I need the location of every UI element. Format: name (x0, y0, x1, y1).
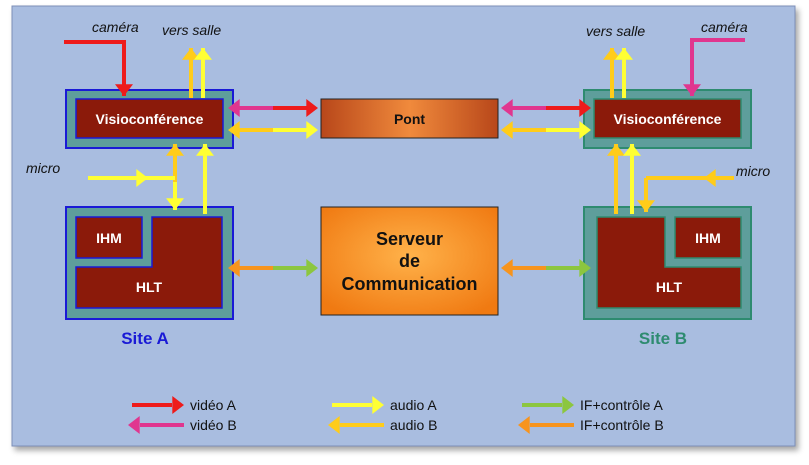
legend-item: audio A (332, 396, 437, 414)
legend-label: vidéo B (190, 417, 237, 433)
server-title-line2: de (399, 251, 420, 271)
arrow-left-icon (328, 416, 384, 434)
micro-a-label: micro (26, 160, 60, 176)
legend-item: vidéo A (132, 396, 237, 414)
visio-hlt-b-up-2 (623, 144, 641, 214)
visio-b-title: Visioconférence (614, 111, 722, 127)
server-title-line1: Serveur (376, 229, 443, 249)
visio-hlt-a-down (166, 178, 184, 210)
pont-title: Pont (394, 111, 425, 127)
arrow-right-icon (522, 396, 574, 414)
salle-a-arrow-2 (194, 48, 212, 98)
arrow-left-icon (518, 416, 574, 434)
visio-a-box (75, 98, 224, 139)
server-hlt-b-ctrl (501, 259, 591, 277)
arrow-right-icon (332, 396, 384, 414)
micro-a-arrow (88, 169, 148, 187)
legend-label: IF+contrôle B (580, 417, 664, 433)
visio-a-pont-audio (228, 121, 318, 139)
pont-visio-b-audio (501, 121, 591, 139)
legend-label: IF+contrôle A (580, 397, 664, 413)
hlt-b-title: HLT (656, 279, 683, 295)
server-title-line3: Communication (341, 274, 477, 294)
ihm-b-box (674, 216, 742, 259)
camera-a-arrow (64, 40, 133, 96)
site-b-label: Site B (639, 329, 687, 348)
server-box (320, 206, 499, 316)
visio-a-title: Visioconférence (96, 111, 204, 127)
micro-b-label: micro (736, 163, 770, 179)
hlt-b-box (596, 216, 742, 309)
pont-box (320, 98, 499, 139)
legend-label: vidéo A (190, 397, 237, 413)
ihm-a-title: IHM (96, 230, 122, 246)
legend-item: audio B (328, 416, 437, 434)
visio-hlt-a-up-2 (196, 144, 214, 214)
visio-a-pont-video (228, 99, 318, 117)
flow-arrows (64, 38, 745, 277)
hlt-a-server-ctrl (228, 259, 318, 277)
camera-b-label: caméra (701, 19, 748, 35)
vers-salle-b-label: vers salle (586, 23, 645, 39)
legend-item: vidéo B (128, 416, 237, 434)
site-a-label: Site A (121, 329, 169, 348)
legend-label: audio A (390, 397, 437, 413)
salle-b-arrow-2 (615, 48, 633, 98)
visio-b-box (593, 98, 742, 139)
legend: vidéo A vidéo B audio A audio B IF+contrôle … (128, 396, 664, 434)
camera-b-arrow (683, 38, 745, 96)
hlt-a-box (75, 216, 223, 309)
hlt-a-title: HLT (136, 279, 163, 295)
ihm-a-box (75, 216, 143, 259)
legend-item: IF+contrôle A (522, 396, 664, 414)
legend-label: audio B (390, 417, 437, 433)
micro-b-arrow (704, 169, 734, 187)
salle-b-arrow-1 (603, 48, 621, 98)
legend-item: IF+contrôle B (518, 416, 664, 434)
pont-visio-b-video (501, 99, 591, 117)
arrow-right-icon (132, 396, 184, 414)
vers-salle-a-label: vers salle (162, 22, 221, 38)
visio-hlt-a-up-1 (166, 144, 184, 182)
camera-a-label: caméra (92, 19, 139, 35)
arrow-left-icon (128, 416, 184, 434)
salle-a-arrow-1 (182, 48, 200, 98)
visio-hlt-b-down (637, 178, 655, 212)
visio-hlt-b-up (607, 144, 625, 214)
ihm-b-title: IHM (695, 230, 721, 246)
